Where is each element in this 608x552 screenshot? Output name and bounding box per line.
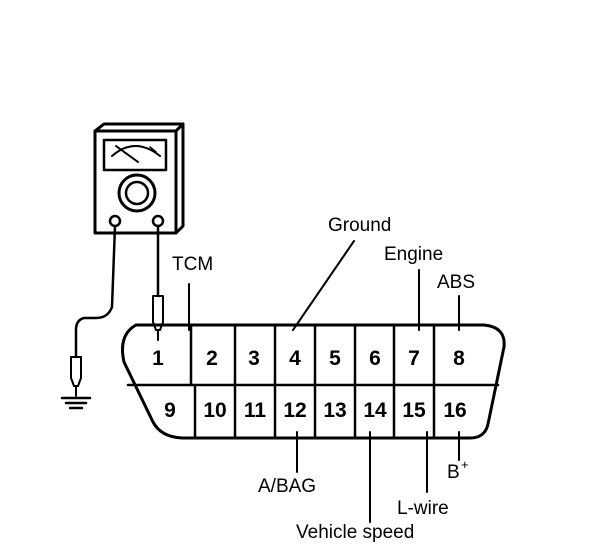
- pin-12: 12: [283, 399, 306, 422]
- pin-9: 9: [164, 399, 176, 422]
- negative-test-lead: [70, 224, 117, 397]
- dlc-connector: [121, 323, 506, 440]
- label-abag: A/BAG: [258, 476, 316, 497]
- label-engine: Engine: [384, 244, 443, 265]
- probe-icon: [152, 224, 164, 341]
- pin-13: 13: [323, 399, 346, 422]
- pin-15: 15: [402, 399, 426, 422]
- pin-2: 2: [206, 347, 218, 370]
- leader-lines: [188, 240, 460, 523]
- pin-numbers-top: 1 2 3 4 5 6 7 8: [152, 347, 465, 370]
- pin-5: 5: [329, 347, 341, 370]
- pin-1: 1: [152, 347, 164, 370]
- label-tcm: TCM: [172, 254, 213, 275]
- label-abs: ABS: [437, 272, 475, 293]
- pin-7: 7: [408, 347, 420, 370]
- ground-symbol-icon: [60, 396, 92, 410]
- label-ground: Ground: [328, 215, 391, 236]
- labels: Ground TCM Engine ABS A/BAG B + L-wire V…: [172, 215, 475, 543]
- multimeter-icon: [93, 122, 185, 235]
- pin-4: 4: [289, 347, 301, 370]
- pin-11: 11: [244, 399, 267, 422]
- label-lwire: L-wire: [397, 498, 449, 519]
- label-vehicle-speed: Vehicle speed: [296, 522, 414, 543]
- pin-6: 6: [369, 347, 381, 370]
- pin-numbers-bottom: 9 10 11 12 13 14 15 16: [164, 399, 467, 422]
- pin-10: 10: [203, 399, 226, 422]
- label-bplus-sup: +: [461, 457, 469, 472]
- pin-16: 16: [443, 399, 466, 422]
- pin-8: 8: [453, 347, 465, 370]
- pin-14: 14: [363, 399, 387, 422]
- pin-3: 3: [248, 347, 260, 370]
- label-bplus: B: [447, 462, 460, 483]
